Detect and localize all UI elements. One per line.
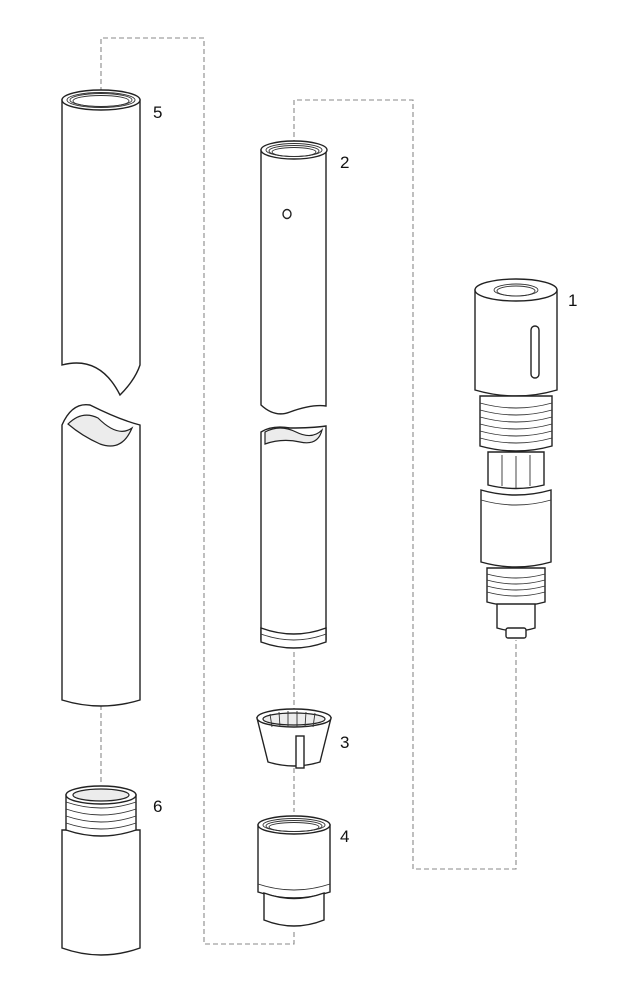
part-6-bottom-sub bbox=[61, 785, 141, 956]
part-4-coupling-shoe bbox=[257, 815, 331, 927]
callout-5: 5 bbox=[153, 103, 162, 122]
part-5-outer-tube bbox=[61, 89, 141, 707]
guide-line-5-to-4 bbox=[100, 37, 295, 945]
callout-4: 4 bbox=[340, 827, 349, 846]
part-2-inner-tube bbox=[260, 140, 328, 649]
callout-labels: 1 2 3 4 5 6 bbox=[153, 103, 577, 846]
part-1-top-adapter bbox=[474, 278, 558, 639]
assembly-guide-lines bbox=[100, 37, 517, 945]
callout-1: 1 bbox=[568, 291, 577, 310]
callout-6: 6 bbox=[153, 797, 162, 816]
guide-line-2-to-1 bbox=[293, 99, 517, 870]
callout-2: 2 bbox=[340, 153, 349, 172]
callout-3: 3 bbox=[340, 733, 349, 752]
part-3-split-collet bbox=[256, 708, 332, 769]
